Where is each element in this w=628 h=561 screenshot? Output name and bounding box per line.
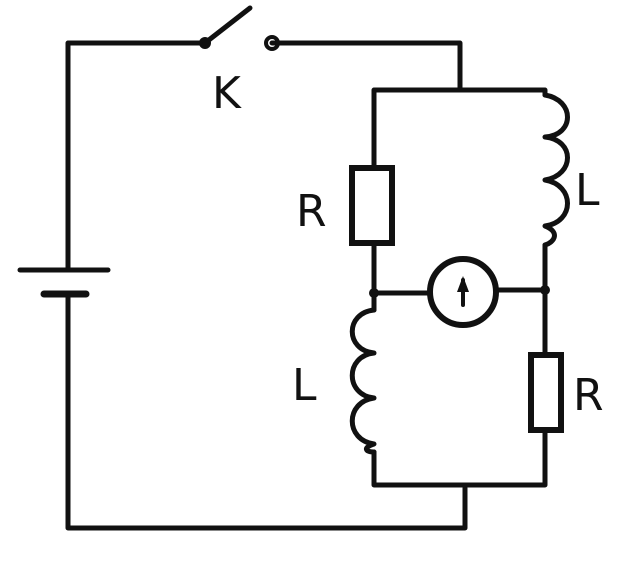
switch-label: K	[212, 68, 242, 119]
battery-icon	[17, 267, 111, 298]
wire-top-left	[65, 40, 208, 271]
inductor-icon	[349, 307, 377, 455]
inductor-bottom-label: L	[292, 360, 317, 411]
wire-bottom	[65, 293, 468, 531]
resistor-icon	[528, 352, 564, 433]
outer-loop-wires	[65, 40, 468, 531]
junction-right	[540, 285, 550, 295]
inductor-icon	[542, 92, 570, 248]
wire-bridge-top	[371, 87, 548, 171]
resistor-icon	[349, 165, 395, 246]
resistor-bottom-label: R	[573, 370, 604, 421]
wire-top-right	[269, 40, 463, 93]
wire-bridge-bottom	[371, 427, 548, 488]
junction-left	[369, 288, 379, 298]
resistor-top-label: R	[296, 186, 327, 237]
galvanometer-icon	[427, 256, 499, 328]
inductor-top-label: L	[575, 165, 600, 216]
switch-icon	[199, 5, 280, 51]
